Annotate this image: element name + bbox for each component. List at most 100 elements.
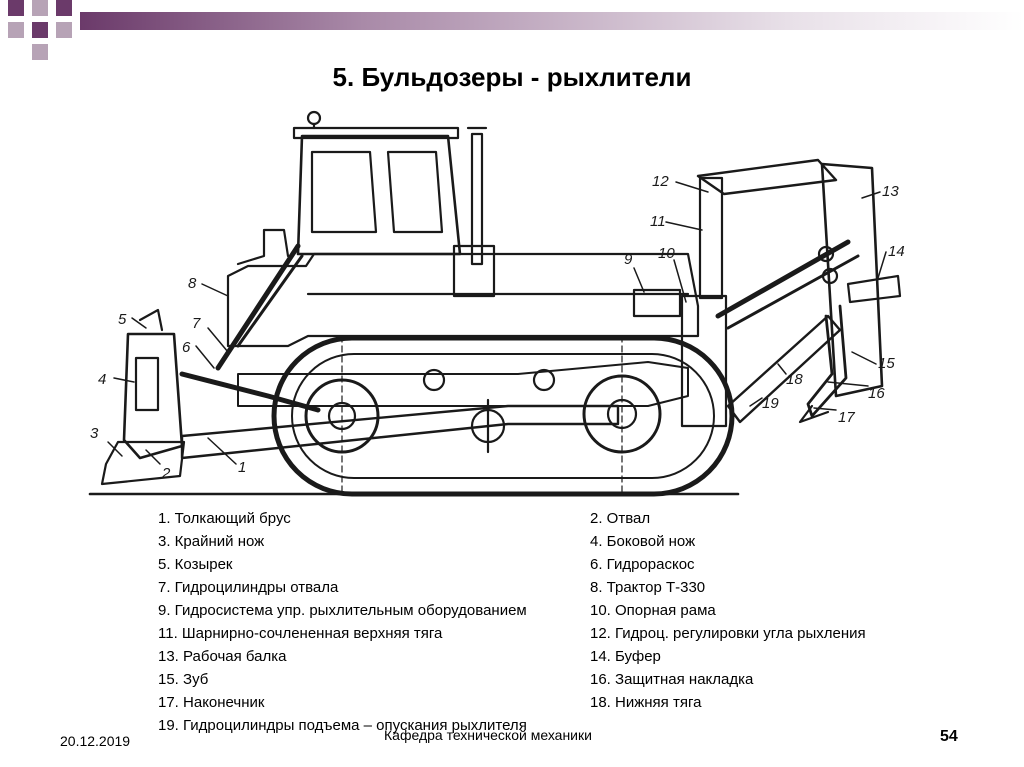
hydro-brace-rod [236, 254, 304, 348]
callout-16: 16 [868, 385, 885, 402]
leader-19 [749, 397, 763, 407]
callout-18: 18 [786, 371, 803, 388]
legend-row: 13. Рабочая балка 14. Буфер [158, 648, 958, 671]
legend-row: 1. Толкающий брус 2. Отвал [158, 510, 958, 533]
header-bar [80, 12, 1024, 30]
hydraulic-unit [632, 288, 682, 318]
legend-item: 9. Гидросистема упр. рыхлительным оборуд… [158, 602, 527, 619]
air-filter [452, 244, 496, 298]
legend-item: 10. Опорная рама [590, 602, 716, 619]
cab-window-right [386, 150, 444, 234]
leader-6 [195, 345, 215, 369]
callout-14: 14 [888, 243, 905, 260]
diagram-svg: 1 2 3 4 5 6 7 8 9 10 11 12 13 14 15 16 1… [88, 110, 905, 497]
callout-1: 1 [238, 459, 246, 476]
legend-row: 5. Козырек 6. Гидрораскос [158, 556, 958, 579]
callout-15: 15 [878, 355, 895, 372]
leader-3 [107, 441, 123, 457]
blade-cylinder [179, 371, 321, 413]
legend-item: 17. Наконечник [158, 694, 265, 711]
corner-decoration [0, 0, 80, 60]
leader-1 [207, 437, 237, 465]
department-name: Кафедра технической механики [384, 727, 592, 743]
exhaust-pipe [470, 132, 484, 266]
leader-16 [827, 381, 869, 387]
crawler-track [271, 335, 735, 497]
callout-12: 12 [652, 173, 669, 190]
leader-7 [207, 327, 229, 353]
callout-11: 11 [650, 213, 666, 230]
legend-row: 7. Гидроцилиндры отвала 8. Трактор Т-330 [158, 579, 958, 602]
support-frame [680, 294, 728, 428]
ripper-tooth [806, 304, 848, 418]
callout-9: 9 [624, 251, 633, 268]
legend-item: 2. Отвал [590, 510, 651, 527]
legend-item: 1. Толкающий брус [158, 510, 291, 527]
legend-row: 9. Гидросистема упр. рыхлительным оборуд… [158, 602, 958, 625]
legend-item: 5. Козырек [158, 556, 233, 573]
legend-item: 6. Гидрораскос [590, 556, 695, 573]
bulldozer-blade [122, 332, 184, 460]
callout-6: 6 [182, 339, 191, 356]
callout-7: 7 [192, 315, 201, 332]
hydro-brace [215, 243, 301, 371]
callout-17: 17 [838, 409, 855, 426]
legend-item: 15. Зуб [158, 671, 209, 688]
beam-pin [817, 245, 835, 263]
page-number: 54 [940, 728, 958, 745]
leader-8 [201, 283, 229, 297]
legend-row: 15. Зуб 16. Защитная накладка [158, 671, 958, 694]
tilt-cylinder [698, 176, 724, 300]
legend-item: 19. Гидроцилиндры подъема – опускания ры… [158, 717, 527, 734]
callout-5: 5 [118, 311, 127, 328]
legend-row: 19. Гидроцилиндры подъема – опускания ры… [158, 717, 958, 740]
upper-link [696, 158, 838, 196]
legend-row: 17. Наконечник 18. Нижняя тяга [158, 694, 958, 717]
push-beam [180, 404, 620, 460]
callout-8: 8 [188, 275, 197, 292]
lift-cylinder-rod [726, 254, 860, 330]
legend-item: 13. Рабочая балка [158, 648, 287, 665]
buffer-plate [846, 274, 902, 304]
leader-18 [777, 363, 787, 375]
cab-roof [292, 126, 460, 140]
callout-3: 3 [90, 425, 99, 442]
legend-item: 12. Гидроц. регулировки угла рыхления [590, 625, 866, 642]
legend-item: 3. Крайний нож [158, 533, 265, 550]
legend-item: 11. Шарнирно-сочлененная верхняя тяга [158, 625, 443, 642]
parts-legend: 1. Толкающий брус 2. Отвал 3. Крайний но… [158, 510, 958, 740]
engine-hood-front [236, 228, 290, 266]
side-knife [134, 356, 160, 412]
legend-item: 8. Трактор Т-330 [590, 579, 706, 596]
legend-row: 3. Крайний нож 4. Боковой нож [158, 533, 958, 556]
slide-date: 20.12.2019 [60, 733, 131, 749]
beacon-light [306, 110, 322, 126]
leader-15 [851, 351, 877, 365]
legend-item: 4. Боковой нож [590, 533, 696, 550]
carrier-roller [532, 368, 556, 392]
callout-19: 19 [762, 395, 779, 412]
slide-title: 5. Бульдозеры - рыхлители [332, 62, 692, 92]
carrier-roller [422, 368, 446, 392]
leader-2 [145, 449, 161, 465]
leader-12 [675, 181, 709, 193]
ripper-tip [798, 404, 830, 424]
leader-9 [633, 267, 645, 293]
leader-14 [877, 251, 887, 279]
callout-2: 2 [161, 465, 171, 482]
leader-11 [665, 221, 703, 231]
callout-10: 10 [658, 245, 675, 262]
legend-row: 11. Шарнирно-сочлененная верхняя тяга 12… [158, 625, 958, 648]
legend-item: 7. Гидроцилиндры отвала [158, 579, 339, 596]
lower-link [726, 314, 842, 424]
leader-13 [861, 191, 881, 199]
leader-4 [113, 377, 135, 383]
legend-item: 14. Буфер [590, 648, 661, 665]
operator-cab [296, 134, 462, 256]
leader-17 [813, 407, 837, 411]
cab-window-left [310, 150, 378, 234]
track-inner [291, 353, 715, 479]
bulldozer-ripper-diagram: 1 2 3 4 5 6 7 8 9 10 11 12 13 14 15 16 1… [88, 106, 928, 506]
legend-item: 16. Защитная накладка [590, 671, 754, 688]
lift-cylinder [715, 239, 851, 319]
